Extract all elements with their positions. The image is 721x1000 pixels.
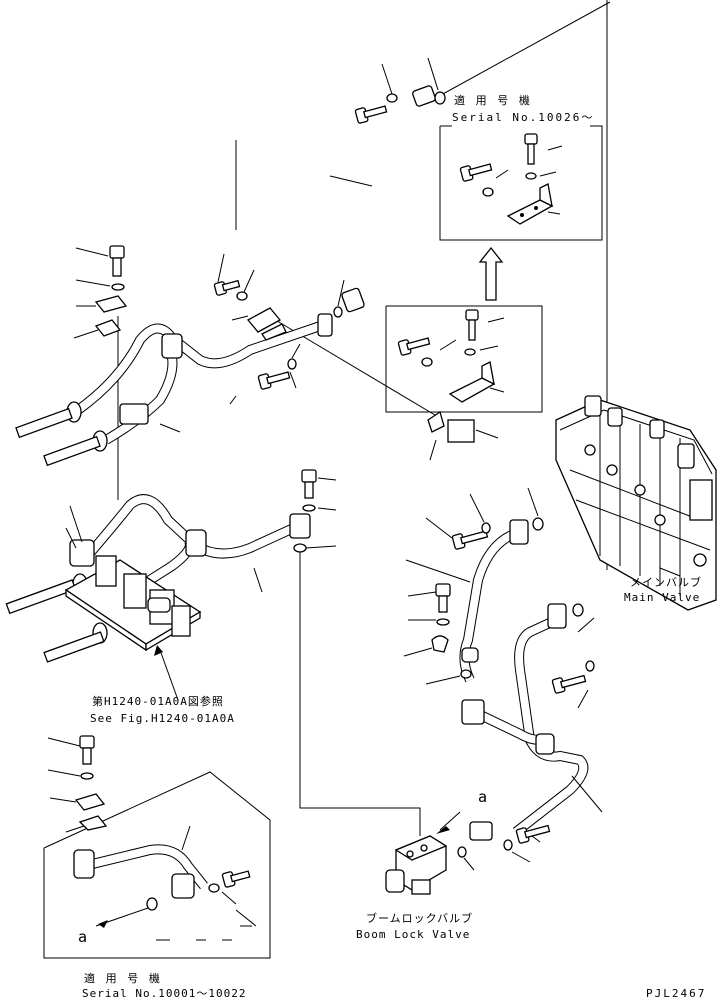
- serial-upper-jp: 適 用 号 機: [454, 94, 532, 107]
- serial-lower-en: Serial No.10001～10022: [82, 987, 247, 1000]
- boom-lock-valve: [385, 811, 461, 895]
- pipe-upper: [329, 57, 446, 318]
- inset-upper: [439, 125, 603, 241]
- pipe-assembly-middle-left: [5, 469, 337, 701]
- ref-a-top: a: [478, 788, 488, 806]
- serial-lower-jp: 適 用 号 機: [84, 972, 162, 985]
- serial-upper-en: Serial No.10026～: [452, 111, 595, 124]
- main-valve-jp: メインバルブ: [630, 576, 702, 589]
- arrow-up-icon: [478, 246, 504, 301]
- reference-lines: [117, 0, 611, 836]
- pipe-right: [403, 487, 603, 871]
- drawing-code: PJL2467: [646, 987, 707, 1000]
- main-valve-en: Main Valve: [624, 591, 701, 604]
- main-valve: [555, 395, 717, 611]
- ref-a-bottom: a: [78, 928, 88, 946]
- boom-lock-jp: ブームロックバルブ: [366, 912, 474, 925]
- inset-lower: [43, 735, 271, 959]
- fig-ref-en: See Fig.H1240-01A0A: [90, 712, 235, 725]
- pipe-assembly-upper-left: [15, 245, 499, 467]
- inset-middle: [385, 305, 543, 413]
- fig-ref-jp: 第H1240-01A0A図参照: [92, 695, 224, 708]
- boom-lock-en: Boom Lock Valve: [356, 928, 471, 941]
